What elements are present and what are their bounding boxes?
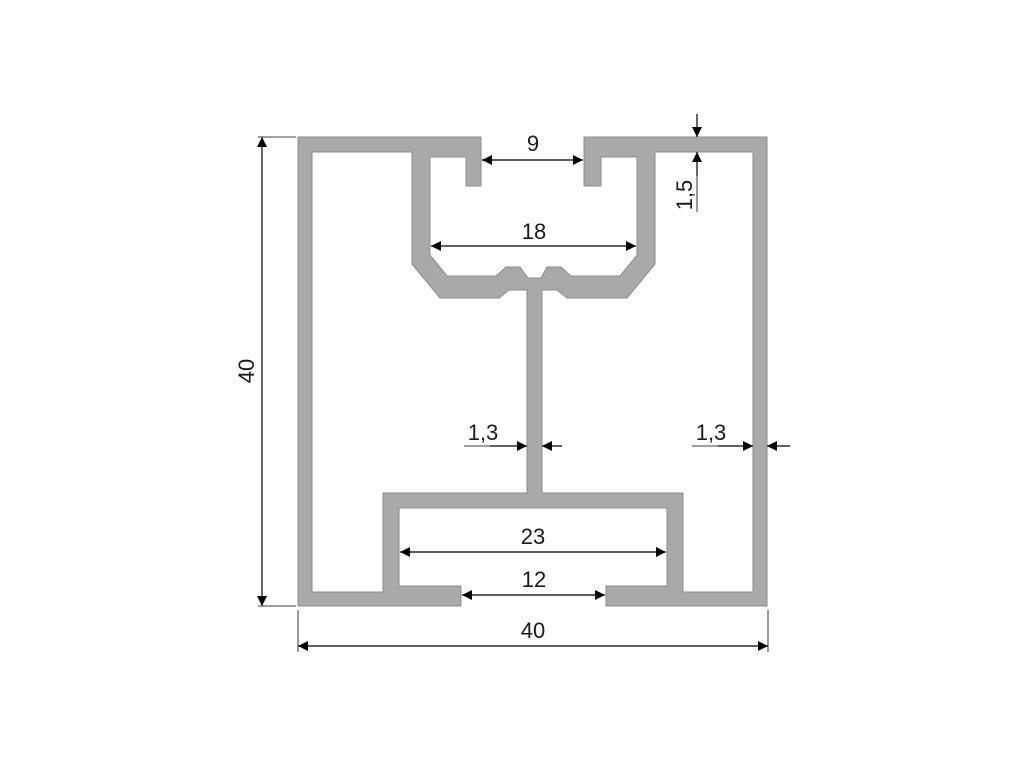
label-wall-top: 1,5: [672, 180, 697, 211]
label-overall-height: 40: [234, 359, 259, 383]
dimension-bottom-slot: 12: [462, 567, 605, 600]
dimension-bottom-channel: 23: [400, 524, 666, 557]
dimension-top-channel: 18: [431, 219, 636, 251]
dimension-wall-top: 1,5: [672, 114, 702, 212]
dimension-side-wall: 1,3: [692, 420, 790, 451]
label-bottom-slot: 12: [522, 567, 546, 592]
label-top-channel: 18: [522, 219, 546, 244]
label-web: 1,3: [468, 420, 499, 445]
label-bottom-channel: 23: [521, 524, 545, 549]
dimension-overall-width: 40: [297, 610, 769, 652]
label-overall-width: 40: [521, 618, 545, 643]
dimension-web: 1,3: [464, 420, 562, 451]
dimension-overall-height: 40: [234, 136, 296, 607]
profile-cross-section: [297, 136, 768, 607]
label-side-wall: 1,3: [696, 420, 727, 445]
dimension-top-slot: 9: [482, 131, 583, 165]
label-top-slot: 9: [527, 131, 539, 156]
